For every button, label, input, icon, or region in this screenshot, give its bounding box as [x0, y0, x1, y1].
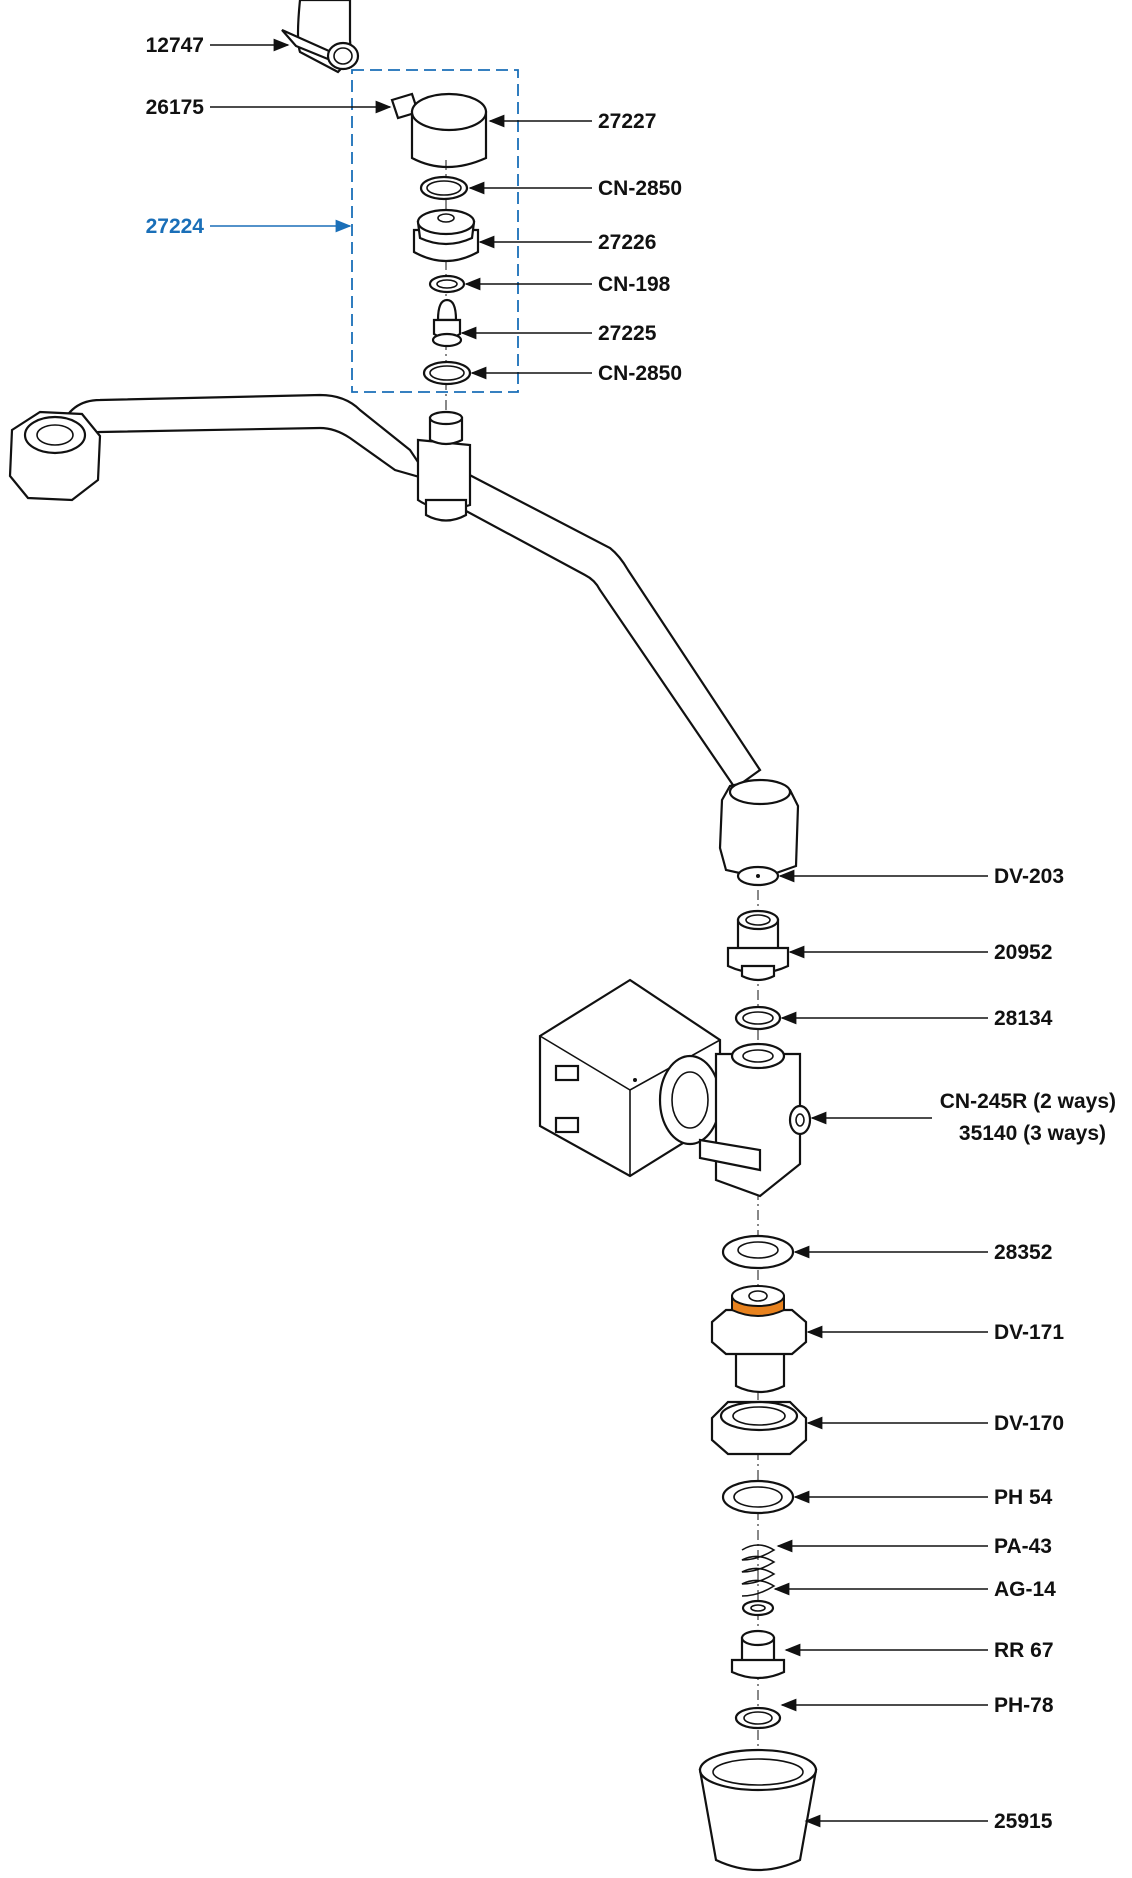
- oring-cn-198: [428, 274, 466, 294]
- label-27225: 27225: [598, 322, 657, 345]
- disc-dv-203: [736, 865, 780, 887]
- label-pa-43: PA-43: [994, 1535, 1052, 1558]
- label-ag-14: AG-14: [994, 1578, 1056, 1601]
- insert-rr-67: [730, 1629, 786, 1680]
- pipe-assembly: [8, 393, 800, 880]
- body-27226: [412, 208, 480, 262]
- tube-12747: [281, 0, 360, 74]
- pin-27225: [431, 298, 463, 348]
- spring-pa-43: [741, 1544, 776, 1597]
- label-27227: 27227: [598, 110, 656, 133]
- label-12747: 12747: [146, 34, 204, 57]
- label-28134: 28134: [994, 1007, 1053, 1030]
- washer-ag-14: [741, 1599, 775, 1617]
- label-dv-203: DV-203: [994, 865, 1064, 888]
- fitting-20952: [726, 909, 790, 982]
- solenoid-valve: [538, 978, 812, 1198]
- nut-dv-171: [710, 1285, 808, 1394]
- label-dv-170: DV-170: [994, 1412, 1064, 1435]
- label-dv-171: DV-171: [994, 1321, 1064, 1344]
- label-cn-2850-top: CN-2850: [598, 177, 682, 200]
- cup-25915: [698, 1748, 818, 1872]
- label-26175: 26175: [146, 96, 205, 119]
- oring-cn-2850-bottom: [422, 360, 472, 386]
- oring-28134: [734, 1005, 782, 1031]
- part-labels: 12747 26175 27224 27227 CN-2850 27226 CN…: [146, 34, 1116, 1833]
- label-35140: 35140 (3 ways): [959, 1122, 1106, 1145]
- washer-28352: [721, 1234, 795, 1270]
- label-28352: 28352: [994, 1241, 1052, 1264]
- label-20952: 20952: [994, 941, 1052, 964]
- assembly-27224-box: [351, 69, 519, 393]
- label-25915: 25915: [994, 1810, 1053, 1833]
- label-27224: 27224: [146, 215, 205, 238]
- label-cn-198: CN-198: [598, 273, 671, 296]
- oring-cn-2850-top: [419, 175, 469, 201]
- label-cn-245r: CN-245R (2 ways): [940, 1090, 1116, 1113]
- leader-lines: [210, 38, 988, 1828]
- label-rr-67: RR 67: [994, 1639, 1054, 1662]
- nut-dv-170: [710, 1400, 808, 1456]
- label-cn-2850-bottom: CN-2850: [598, 362, 682, 385]
- cap-27227: [390, 92, 488, 168]
- label-27226: 27226: [598, 231, 656, 254]
- gasket-ph-78: [734, 1706, 782, 1730]
- gasket-ph-54: [721, 1479, 795, 1515]
- label-ph-78: PH-78: [994, 1694, 1054, 1717]
- label-ph-54: PH 54: [994, 1486, 1053, 1509]
